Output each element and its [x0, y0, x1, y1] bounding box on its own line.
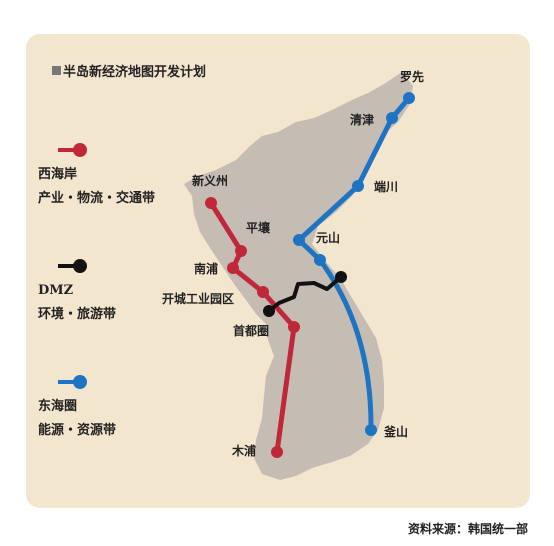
- city-label-pyongyang: 平壤: [246, 220, 271, 235]
- city-label-tanchon: 端川: [374, 179, 398, 194]
- title-square-icon: [52, 66, 61, 75]
- legend-marker-west: [58, 143, 87, 157]
- dmz-route: [263, 271, 347, 317]
- west-node-kaesong: [257, 286, 269, 298]
- dmz-node-west: [263, 305, 275, 317]
- legend-desc-dmz: 环境・旅游带: [38, 307, 117, 322]
- east-node-tanchon: [352, 180, 364, 192]
- map-title-text: 半岛新经济地图开发计划: [63, 65, 207, 80]
- legend-entry-west: 西海岸 产业・物流・交通带: [38, 166, 155, 208]
- city-label-seoul: 首都圈: [233, 323, 269, 338]
- legend-name-dmz: DMZ: [38, 283, 74, 298]
- legend-entry-dmz: DMZ 环境・旅游带: [38, 282, 116, 324]
- city-label-wonsan: 元山: [316, 230, 340, 245]
- legend-marker-dmz: [58, 259, 87, 273]
- city-label-chongjin: 清津: [350, 112, 374, 127]
- west-node-mokpo: [271, 446, 283, 458]
- east-node-wonsan: [293, 234, 305, 246]
- west-node-nampo: [227, 262, 239, 274]
- west-coast-route: [205, 197, 300, 458]
- city-label-kaesong: 开城工业园区: [162, 291, 234, 306]
- peninsula-shape: [184, 72, 413, 480]
- source-credit: 资料来源：韩国统一部: [407, 522, 528, 536]
- legend-desc-east: 能源・资源带: [38, 423, 117, 438]
- legend-marker-east: [58, 375, 87, 389]
- legend-desc-west: 产业・物流・交通带: [38, 191, 156, 206]
- legend-entry-east: 东海圈 能源・资源带: [38, 398, 116, 440]
- west-node-pyongyang: [235, 245, 247, 257]
- legend-name-west: 西海岸: [38, 167, 78, 182]
- map-title: 半岛新经济地图开发计划: [52, 61, 206, 80]
- city-label-sinuiju: 新义州: [192, 173, 228, 188]
- west-node-sinuiju: [205, 197, 217, 209]
- city-label-rason: 罗先: [400, 69, 424, 84]
- city-label-nampo: 南浦: [194, 261, 218, 276]
- east-node-2: [314, 254, 326, 266]
- west-node-seoul: [288, 321, 300, 333]
- east-node-chongjin: [386, 112, 398, 124]
- east-node-busan: [365, 424, 377, 436]
- east-node-rason: [403, 92, 415, 104]
- city-label-busan: 釜山: [383, 424, 408, 439]
- city-label-mokpo: 木浦: [231, 443, 256, 458]
- east-sea-route: [293, 92, 415, 436]
- dmz-node-east: [335, 271, 347, 283]
- legend-name-east: 东海圈: [38, 399, 78, 414]
